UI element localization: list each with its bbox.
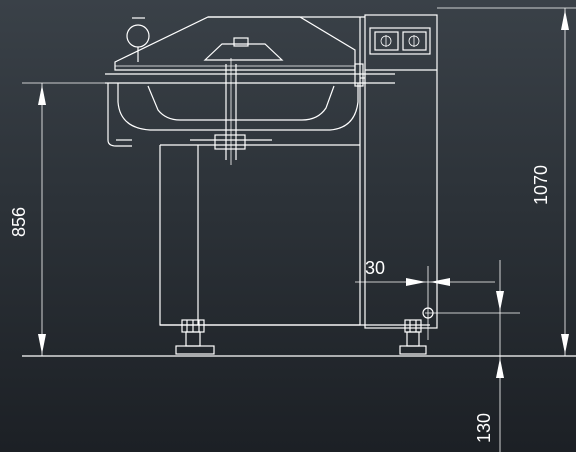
dimension-130: 130 <box>425 260 520 452</box>
machine-frame <box>159 16 430 326</box>
knob-icon <box>126 24 150 48</box>
pivot-icon <box>422 307 434 319</box>
dimension-1070: 1070 <box>437 7 576 356</box>
right-foot <box>399 319 427 355</box>
dimension-856-label: 856 <box>9 207 29 237</box>
bowl-assembly <box>105 16 395 165</box>
dimension-1070-label: 1070 <box>531 165 551 205</box>
control-cabinet <box>364 14 438 329</box>
dimension-856: 856 <box>9 82 110 356</box>
dimension-30-label: 30 <box>365 258 385 278</box>
switch-right-icon <box>402 31 427 51</box>
left-foot <box>175 319 215 355</box>
switch-left-icon <box>374 31 399 51</box>
dimension-30: 30 <box>355 258 495 340</box>
switch-panel <box>369 27 431 55</box>
dimension-130-label: 130 <box>474 413 494 443</box>
